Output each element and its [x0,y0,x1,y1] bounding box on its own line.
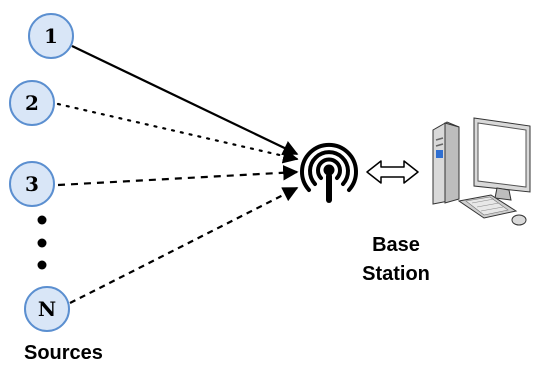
link-source-2 [56,102,299,164]
desktop-computer-icon [432,117,531,226]
source-label-2: 2 [25,91,39,115]
ellipsis-dots [37,215,47,270]
source-node-3: 3 [9,161,55,207]
link-source-3 [57,165,299,187]
source-node-2: 2 [9,80,55,126]
sources-caption: Sources [24,342,103,364]
base-station-label-line2: Station [362,263,430,285]
base-station-label-line1: Base [372,234,420,256]
source-label-1: 1 [44,24,58,48]
antenna-icon [300,142,358,203]
link-source-1 [71,45,299,155]
link-source-n [69,187,299,304]
source-label-3: 3 [25,172,39,196]
source-node-n: N [24,286,70,332]
source-node-1: 1 [28,13,74,59]
bidirectional-arrow-icon [366,160,419,184]
source-label-n: N [38,297,56,321]
